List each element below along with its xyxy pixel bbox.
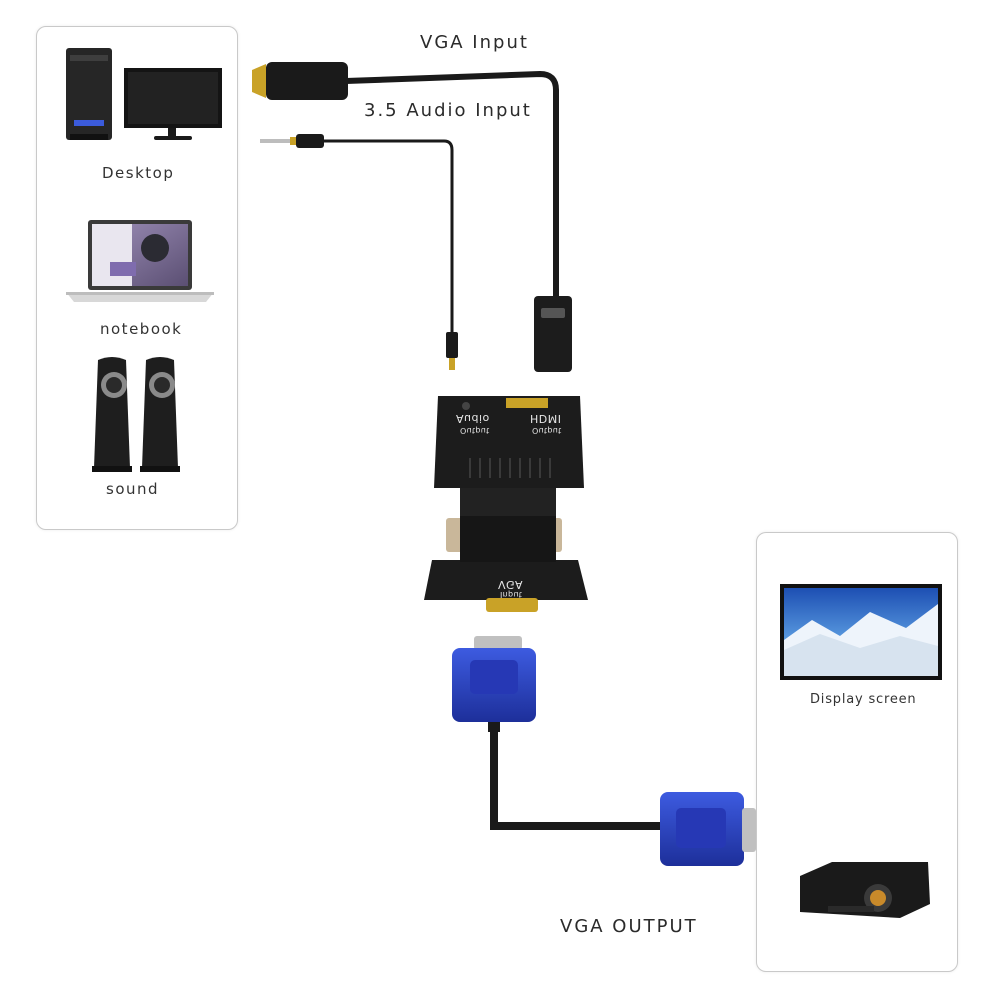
adapter-vga-sublabel: Input bbox=[500, 590, 523, 599]
hdmi-cable bbox=[345, 70, 559, 298]
vga-cable bbox=[490, 730, 664, 830]
vga-input-label: VGA Input bbox=[420, 32, 529, 53]
adapter-audio-sublabel: Output bbox=[460, 426, 490, 435]
vga-connector-side bbox=[660, 792, 756, 866]
sound-label: sound bbox=[106, 480, 160, 498]
projector-icon bbox=[800, 862, 930, 918]
display-screen-label: Display screen bbox=[810, 692, 917, 707]
notebook-label: notebook bbox=[100, 320, 183, 338]
adapter-hdmi-label: HDMI bbox=[530, 412, 562, 425]
desktop-tower-icon bbox=[66, 48, 112, 140]
hdmi-plug-icon bbox=[252, 62, 348, 100]
adapter-icon bbox=[424, 396, 588, 612]
vga-connector-icon bbox=[452, 636, 536, 732]
tv-icon bbox=[780, 584, 942, 680]
monitor-icon bbox=[124, 68, 222, 140]
speakers-icon bbox=[92, 357, 180, 472]
adapter-hdmi-sublabel: Output bbox=[532, 426, 562, 435]
audio-jack-icon bbox=[260, 134, 324, 148]
desktop-label: Desktop bbox=[102, 164, 175, 182]
laptop-icon bbox=[66, 220, 214, 302]
vga-output-label: VGA OUTPUT bbox=[560, 916, 698, 937]
hdmi-female-connector bbox=[534, 296, 572, 372]
audio-input-label: 3.5 Audio Input bbox=[364, 100, 532, 121]
audio-plug-bottom bbox=[446, 332, 458, 370]
adapter-audio-label: Audio bbox=[456, 412, 490, 425]
audio-cable bbox=[322, 139, 454, 334]
